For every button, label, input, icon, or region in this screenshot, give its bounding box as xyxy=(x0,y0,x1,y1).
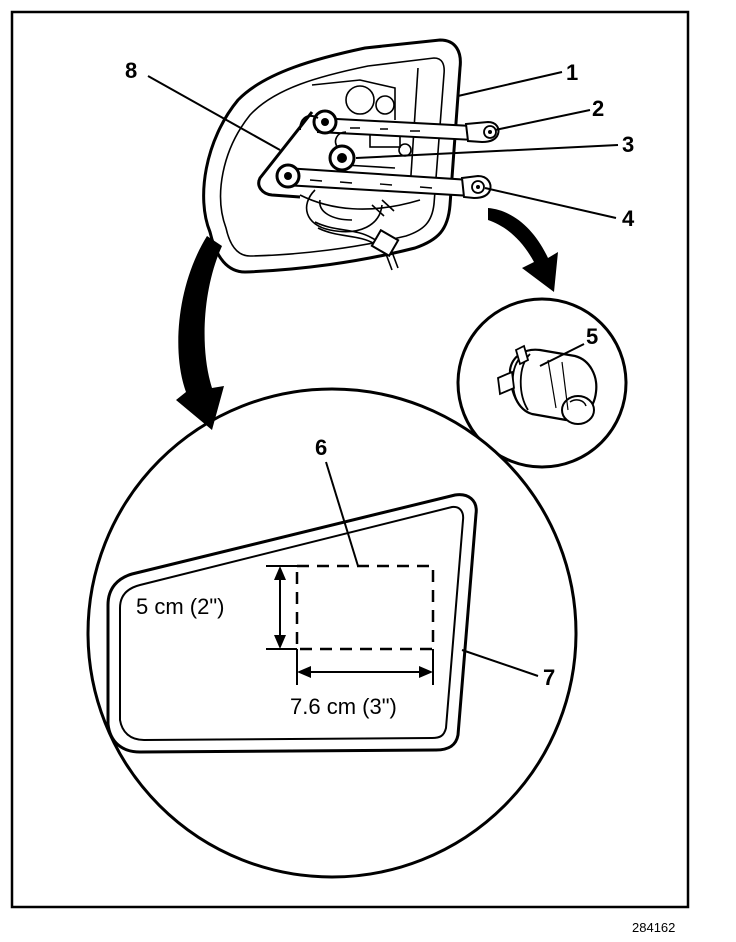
height-dimension xyxy=(266,565,297,650)
bulb-detail xyxy=(456,297,628,469)
callout-3: 3 xyxy=(622,132,634,157)
callout-8: 8 xyxy=(125,58,137,83)
leader-4 xyxy=(484,187,617,219)
leader-5 xyxy=(539,343,585,367)
diagram-frame xyxy=(10,10,690,909)
arrow-to-glass-detail xyxy=(176,236,224,430)
mirror-housing xyxy=(202,38,462,274)
leader-8 xyxy=(147,75,281,151)
arrow-to-bulb-detail xyxy=(488,208,558,292)
leader-7 xyxy=(461,649,539,677)
leader-2 xyxy=(494,109,591,131)
figure-number: 284162 xyxy=(632,920,675,935)
callout-6: 6 xyxy=(315,435,327,460)
height-dimension-label: 5 cm (2") xyxy=(136,594,224,619)
leader-6 xyxy=(325,461,359,567)
lamp-bracket-upper xyxy=(312,109,476,142)
center-pivot-bolt xyxy=(328,131,356,172)
callout-7: 7 xyxy=(543,665,555,690)
harness-connector xyxy=(370,228,400,258)
mirror-glass-detail xyxy=(86,387,578,879)
callout-5: 5 xyxy=(586,324,598,349)
lamp-socket-upper xyxy=(464,120,500,144)
width-dimension xyxy=(296,649,434,685)
callout-4: 4 xyxy=(622,206,635,231)
callout-1: 1 xyxy=(566,60,578,85)
leader-1 xyxy=(457,71,563,97)
cut-out-area xyxy=(295,564,435,651)
bracket-retainer xyxy=(257,111,314,199)
callout-2: 2 xyxy=(592,96,604,121)
leader-3 xyxy=(355,144,619,159)
lamp-socket-lower xyxy=(460,174,492,200)
width-dimension-label: 7.6 cm (3") xyxy=(290,694,397,719)
lamp-bracket-lower xyxy=(275,163,474,198)
